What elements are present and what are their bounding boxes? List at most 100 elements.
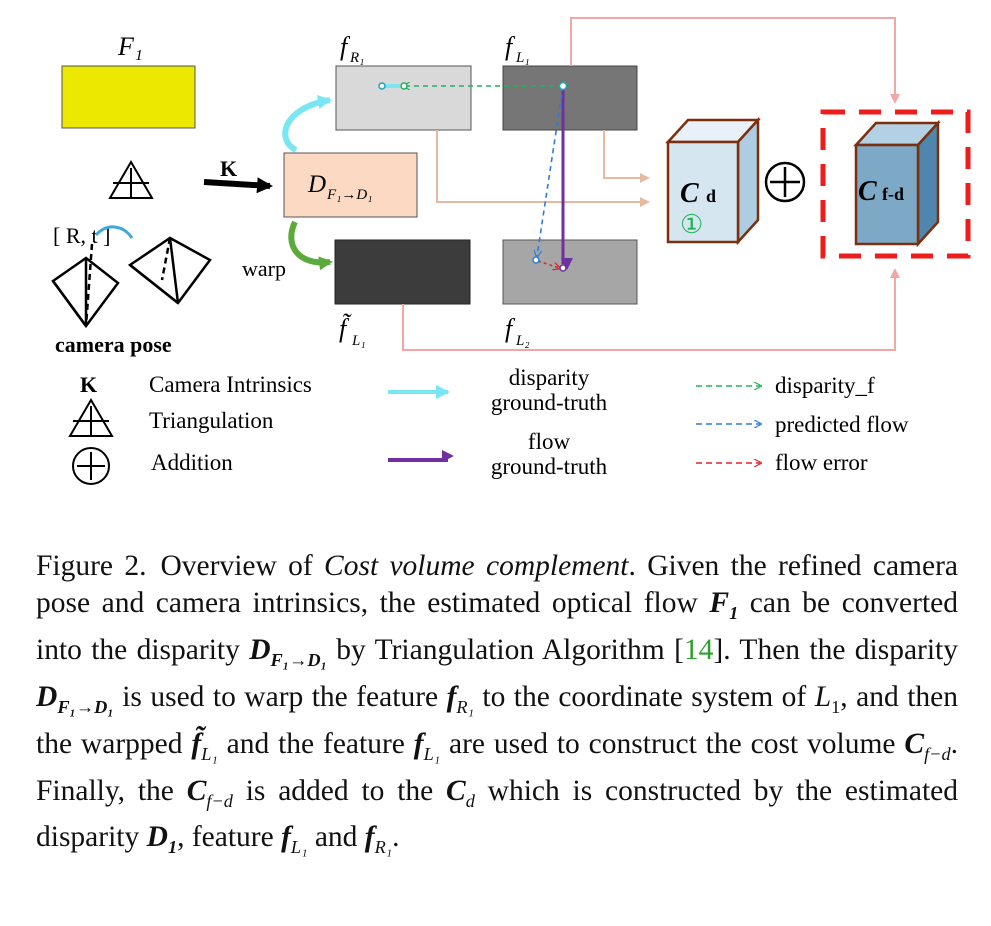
cd-label: C [680, 178, 699, 209]
caption-text: and the feature [217, 727, 414, 760]
caption-text: . Finally, the [36, 727, 958, 807]
fl1-to-cfd-arrow [570, 17, 900, 104]
fl1-sub: L₁ [515, 50, 530, 66]
caption-math-sub: R₁ [374, 837, 393, 858]
legend-addition-icon [72, 447, 110, 485]
figure-number: Figure 2. [36, 550, 147, 582]
caption-math: C [904, 727, 925, 760]
fl2-block [502, 239, 638, 305]
caption-math: L [814, 680, 832, 713]
legend-disparity-f: disparity_f [775, 373, 875, 398]
warp-label: warp [242, 256, 286, 281]
caption-math: F [709, 587, 730, 619]
fl1-source-point [558, 81, 568, 91]
caption-math: f [281, 821, 291, 854]
caption-math-sub: d [465, 790, 475, 811]
caption-math: f [364, 821, 375, 854]
legend-k-symbol: K [80, 372, 97, 397]
citation-link[interactable]: 14 [683, 633, 714, 666]
fl2-label: f [505, 314, 516, 343]
caption-title-prefix: Overview of [160, 550, 325, 582]
caption-text: ]. Then the disparity [713, 633, 958, 666]
f1-block [61, 65, 196, 129]
fr1-label: f [340, 32, 351, 61]
caption-math-sub: f−d [924, 743, 951, 764]
cfd-highlight-frame [820, 109, 971, 259]
fl1-block [502, 65, 638, 131]
f1-label: F₁ [117, 32, 143, 61]
disparity-label: D [307, 171, 326, 198]
caption-math-sub: L₁ [290, 837, 308, 858]
caption-math: D [146, 821, 168, 854]
triangulation-icon [108, 160, 154, 199]
caption-text: can be converted into the disparity [36, 587, 959, 666]
caption-math-sub: F₁→D₁ [57, 696, 114, 717]
caption-text: is used to warp the feature [113, 680, 447, 713]
caption-math: D [36, 680, 58, 713]
cd-cube [665, 116, 761, 246]
caption-math-sub: L₁ [423, 743, 441, 764]
fr1-block [335, 65, 472, 131]
fl2-gt-point [559, 264, 567, 272]
legend-predicted-flow: predicted flow [775, 412, 909, 437]
caption-math: D [249, 633, 271, 666]
ftilde-to-cfd-arrow [402, 268, 900, 351]
predicted-flow-line [537, 85, 564, 256]
f-tilde-block [334, 239, 471, 305]
caption-math-sub: f−d [206, 790, 233, 811]
fl2-sub: L₂ [515, 333, 530, 349]
figure-caption: Figure 2. Overview of Cost volume complem… [36, 548, 958, 866]
warp-arrow [288, 220, 333, 271]
cfd-cube [853, 119, 941, 248]
caption-text: which is constructed by the estimated di… [36, 774, 958, 854]
caption-text: . Given the refined camera pose and came… [36, 550, 959, 619]
caption-math-sub: F₁→D₁ [270, 649, 327, 670]
caption-math-sub: 1 [729, 602, 739, 623]
caption-math: f̃ [191, 727, 202, 760]
caption-text: by Triangulation Algorithm [ [326, 633, 684, 666]
cd-index: ① [680, 210, 703, 239]
fr1-pred-point [400, 82, 408, 90]
caption-math-sub: L₁ [201, 743, 218, 764]
legend-disparity-gt-1: disparity [509, 365, 590, 390]
legend-flow-error: flow error [775, 450, 868, 475]
caption-math-sub: 1 [831, 696, 841, 717]
legend-addition: Addition [151, 450, 233, 475]
caption-title: Cost volume complement [324, 550, 629, 582]
legend-camera-intrinsics: Camera Intrinsics [149, 372, 312, 397]
k-arrow [203, 177, 273, 194]
caption-text: . [392, 821, 400, 854]
camera-left-icon [51, 243, 120, 329]
cd-sub: d [706, 186, 716, 206]
f-tilde-label: f̃ [339, 314, 352, 343]
caption-math-sub: R₁ [456, 696, 474, 717]
addition-icon [764, 161, 806, 203]
fr1-to-cd-arrow [436, 130, 650, 207]
camera-pose-label: camera pose [55, 332, 172, 357]
fl2-pred-point [532, 256, 540, 264]
flow-error-line [537, 260, 559, 268]
legend-flow-gt-2: ground-truth [491, 454, 608, 479]
fr1-match-point [378, 82, 386, 90]
cfd-sub: f-d [882, 184, 904, 204]
diagram-canvas: F₁ K f R₁ f L₁ D F₁→D₁ warp f̃ L₁ f L₂ [… [51, 17, 971, 485]
pose-rotation-arrow [94, 225, 134, 239]
disparity-block [283, 152, 418, 218]
cfd-label: C [858, 176, 877, 207]
fl1-to-cd-arrow [603, 130, 650, 183]
legend-disparity-gt-2: ground-truth [491, 390, 608, 415]
pose-label: [ R, t ] [53, 223, 110, 248]
caption-text: , feature [177, 821, 282, 854]
disparity-sub: F₁→D₁ [326, 187, 372, 203]
camera-right-icon [127, 236, 212, 305]
fr1-sub: R₁ [349, 50, 364, 66]
caption-text: and [307, 821, 365, 854]
legend-triangulation-icon [68, 398, 114, 437]
fl1-label: f [505, 32, 516, 61]
overview-diagram: F₁ K f R₁ f L₁ D F₁→D₁ warp f̃ L₁ f L₂ [… [51, 17, 971, 485]
caption-text: to the coordinate system of [473, 680, 815, 713]
k-arrow-label: K [220, 156, 237, 181]
legend-flow-gt-1: flow [528, 429, 571, 454]
caption-text: are used to construct the cost volume [440, 727, 905, 760]
caption-text: , and then the warpped [36, 680, 958, 760]
